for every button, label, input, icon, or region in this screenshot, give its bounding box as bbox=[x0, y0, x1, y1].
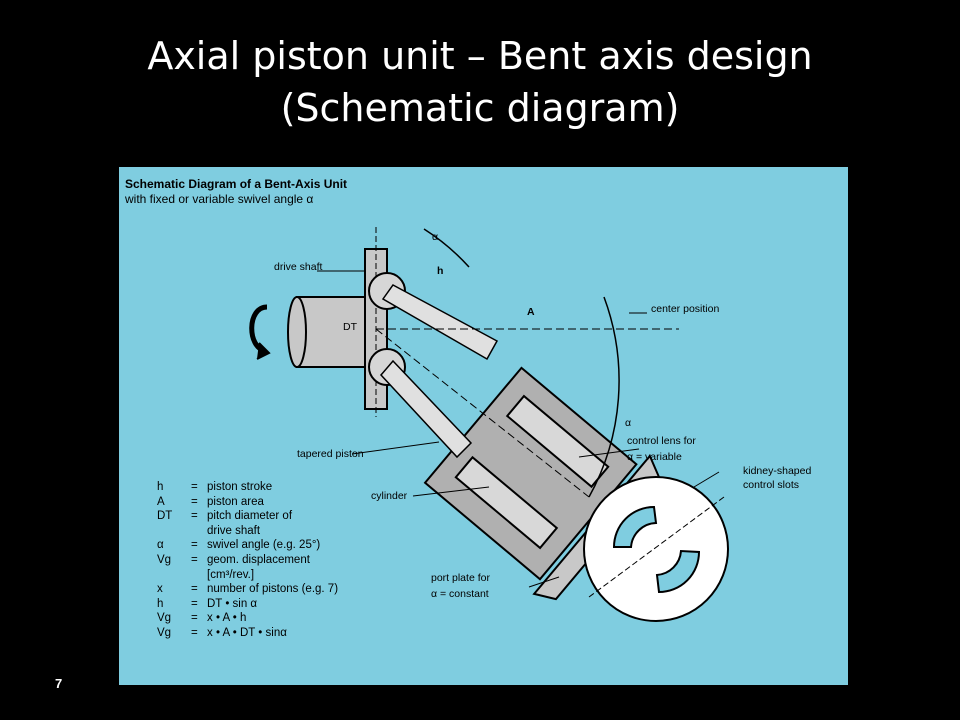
label-kidney-2: control slots bbox=[743, 479, 800, 491]
drive-shaft-drawing bbox=[287, 227, 388, 417]
legend-row: DT = pitch diameter of bbox=[157, 509, 338, 524]
legend-equals: = bbox=[191, 553, 198, 566]
legend-symbol: Vg bbox=[157, 612, 172, 625]
legend-row: A = piston area bbox=[157, 495, 338, 510]
legend-text: drive shaft bbox=[207, 524, 261, 537]
label-cylinder: cylinder bbox=[371, 490, 408, 502]
legend-row: Vg = x • A • h bbox=[157, 611, 338, 626]
legend-row: drive shaft bbox=[157, 524, 338, 539]
legend-text: number of pistons (e.g. 7) bbox=[207, 583, 339, 596]
page-number: 7 bbox=[55, 676, 63, 691]
legend-equals: = bbox=[191, 626, 198, 639]
label-tapered-piston: tapered piston bbox=[297, 448, 364, 460]
label-control-lens-1: control lens for bbox=[627, 435, 696, 447]
legend-row: [cm³/rev.] bbox=[157, 568, 338, 583]
label-drive-shaft: drive shaft bbox=[274, 261, 323, 273]
legend-symbol: x bbox=[157, 583, 163, 596]
port-plate-drawing bbox=[583, 476, 729, 622]
legend-equals: = bbox=[191, 481, 198, 493]
figure-title: Schematic Diagram of a Bent-Axis Unit bbox=[125, 177, 348, 191]
legend-symbol: α bbox=[157, 539, 164, 552]
legend-text: DT • sin α bbox=[207, 597, 258, 610]
schematic-figure: Schematic Diagram of a Bent-Axis Unit wi… bbox=[119, 167, 848, 685]
label-DT: DT bbox=[343, 321, 357, 333]
slide-title: Axial piston unit – Bent axis design (Sc… bbox=[0, 30, 960, 134]
slide-title-line-1: Axial piston unit – Bent axis design bbox=[147, 34, 813, 78]
legend-equals: = bbox=[191, 583, 198, 596]
upper-tapered-piston bbox=[381, 284, 499, 361]
cylinder-axis-line bbox=[375, 328, 590, 498]
label-port-plate-2: α = constant bbox=[431, 588, 489, 600]
legend-symbol: Vg bbox=[157, 626, 172, 639]
legend-equals: = bbox=[191, 612, 198, 625]
legend-text: pitch diameter of bbox=[207, 510, 293, 523]
legend-equals bbox=[191, 524, 207, 539]
legend-symbol: Vg bbox=[157, 553, 172, 566]
figure-title-block: Schematic Diagram of a Bent-Axis Unit wi… bbox=[125, 177, 347, 207]
label-alpha-side: α bbox=[625, 417, 632, 429]
legend-row: α = swivel angle (e.g. 25°) bbox=[157, 538, 338, 553]
label-A: A bbox=[527, 306, 535, 318]
label-port-plate-1: port plate for bbox=[431, 572, 490, 584]
legend-equals: = bbox=[191, 495, 198, 508]
legend-symbol: h bbox=[157, 597, 164, 610]
legend-row: h = piston stroke bbox=[157, 480, 338, 495]
legend-row: h = DT • sin α bbox=[157, 597, 338, 612]
lower-tapered-piston bbox=[379, 359, 473, 459]
legend-text: x • A • h bbox=[207, 612, 247, 625]
legend-symbol: h bbox=[157, 481, 164, 493]
alpha-arc-top bbox=[423, 228, 470, 268]
leader-lines bbox=[317, 270, 720, 588]
legend-symbol: A bbox=[157, 495, 165, 508]
legend-text: swivel angle (e.g. 25°) bbox=[207, 539, 321, 552]
slide-title-line-2: (Schematic diagram) bbox=[280, 86, 680, 130]
legend-text: geom. displacement bbox=[207, 553, 310, 566]
legend-symbol bbox=[157, 568, 191, 583]
label-alpha-top: α bbox=[432, 231, 439, 243]
alpha-arc-side bbox=[588, 296, 620, 498]
legend-equals: = bbox=[191, 510, 198, 523]
legend-equals: = bbox=[191, 539, 198, 552]
label-kidney-1: kidney-shaped bbox=[743, 465, 812, 477]
legend-text: piston stroke bbox=[207, 481, 273, 493]
legend-symbol bbox=[157, 524, 191, 539]
schematic-drawing bbox=[249, 227, 729, 622]
legend-text: x • A • DT • sinα bbox=[207, 626, 287, 639]
label-h-top: h bbox=[437, 265, 444, 277]
legend-equals: = bbox=[191, 597, 198, 610]
legend-row: x = number of pistons (e.g. 7) bbox=[157, 582, 338, 597]
rotation-arrow-icon bbox=[249, 304, 271, 360]
legend-symbol: DT bbox=[157, 510, 173, 523]
legend-row: Vg = geom. displacement bbox=[157, 553, 338, 568]
figure-subtitle: with fixed or variable swivel angle α bbox=[125, 192, 314, 206]
legend-equals bbox=[191, 568, 207, 583]
legend-text: [cm³/rev.] bbox=[207, 568, 255, 581]
legend-text: piston area bbox=[207, 495, 264, 508]
label-control-lens-2: α = variable bbox=[627, 451, 682, 463]
label-center-position: center position bbox=[651, 303, 720, 315]
legend-row: Vg = x • A • DT • sinα bbox=[157, 626, 338, 641]
